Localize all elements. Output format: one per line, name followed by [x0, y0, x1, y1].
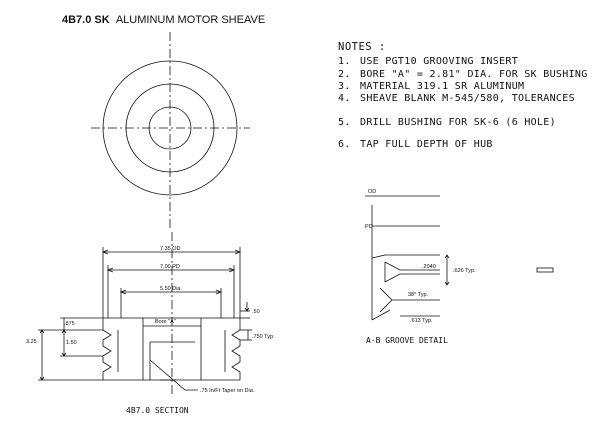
bore-inner	[149, 341, 195, 380]
bore-outline	[142, 318, 202, 380]
note-text: SHEAVE BLANK M-545/580, TOLERANCES	[360, 93, 575, 104]
drawing-title: 4B7.0 SK ALUMINUM MOTOR SHEAVE	[62, 14, 265, 26]
note-5: 5. DRILL BUSHING FOR SK-6 (6 HOLE)	[338, 117, 556, 128]
taper-leader	[149, 359, 198, 391]
label-750: .750 Typ.	[252, 334, 275, 340]
arrow	[39, 329, 45, 334]
body-inner-line	[117, 330, 226, 372]
label-2040: .2040	[422, 264, 436, 270]
note-4: 4. SHEAVE BLANK M-545/580, TOLERANCES	[338, 93, 575, 104]
label-325: 3.25	[26, 339, 37, 345]
label-od: 7.35 OD	[160, 246, 181, 252]
drawing-title-part: 4B7.0 SK	[62, 14, 110, 26]
arrow	[39, 376, 45, 381]
groove-angle	[379, 287, 440, 313]
section-caption: 4B7.0 SECTION	[126, 406, 189, 415]
groove-detail-view	[365, 195, 554, 321]
notes-heading: NOTES :	[338, 41, 386, 53]
note-2: 2. BORE "A" = 2.81" DIA. FOR SK BUSHING	[338, 69, 588, 80]
label-bore: Bore "A"	[155, 319, 176, 325]
note-number: 2.	[338, 69, 351, 80]
note-text: USE PGT10 GROOVING INSERT	[360, 56, 519, 67]
label-150: 1.50	[66, 340, 77, 346]
groove-profile-top	[384, 254, 440, 283]
arrow	[61, 329, 67, 334]
note-text: BORE "A" = 2.81" DIA. FOR SK BUSHING	[360, 69, 588, 80]
label-groove-pd: PD	[365, 224, 373, 230]
label-50: .50	[252, 309, 260, 315]
note-number: 4.	[338, 93, 351, 104]
label-613: .613 Typ.	[410, 318, 433, 324]
arrow	[444, 254, 450, 259]
label-875: .875	[64, 321, 75, 327]
groove-profile-side	[371, 254, 391, 321]
note-text: MATERIAL 319.1 SR ALUMINUM	[360, 81, 525, 92]
note-1: 1. USE PGT10 GROOVING INSERT	[338, 56, 518, 67]
sheave-section-view	[38, 232, 252, 395]
groove-detail-caption: A-B GROOVE DETAIL	[366, 336, 448, 345]
label-626: .626 Typ.	[453, 268, 476, 274]
note-number: 1.	[338, 56, 351, 67]
note-3: 3. MATERIAL 319.1 SR ALUMINUM	[338, 81, 524, 92]
label-groove-od: OD	[368, 189, 376, 195]
sheave-front-view	[91, 32, 250, 228]
note-text: TAP FULL DEPTH OF HUB	[360, 139, 493, 150]
scale-marker	[536, 267, 554, 273]
note-text: DRILL BUSHING FOR SK-6 (6 HOLE)	[360, 117, 556, 128]
note-number: 6.	[338, 139, 351, 150]
hub-outline	[120, 288, 222, 318]
arrow	[444, 281, 450, 286]
note-6: 6. TAP FULL DEPTH OF HUB	[338, 139, 493, 150]
arrow	[244, 307, 250, 312]
drawing-title-name: ALUMINUM MOTOR SHEAVE	[115, 14, 266, 26]
label-taper: .75 In/Ft Taper on Dia.	[200, 388, 255, 394]
label-dia: 5.50 Dia.	[160, 286, 182, 292]
sheave-body-outline	[102, 317, 241, 381]
note-number: 3.	[338, 81, 351, 92]
label-pd: 7.00 PD	[160, 264, 180, 270]
note-number: 5.	[338, 117, 351, 128]
label-angle: 38° Typ.	[408, 292, 429, 298]
arrow	[61, 352, 67, 357]
